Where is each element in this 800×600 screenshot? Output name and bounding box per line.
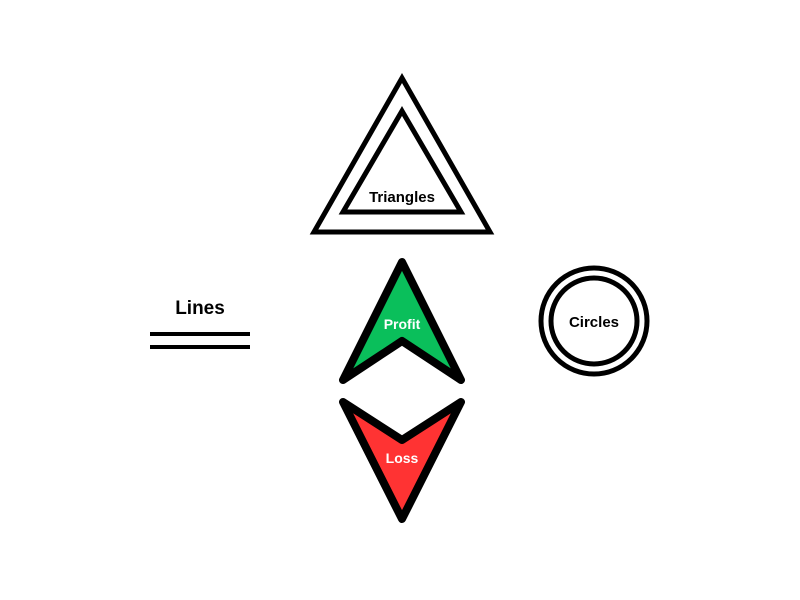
circles-label: Circles [569, 314, 619, 331]
profit-label: Profit [384, 316, 421, 332]
triangles-label: Triangles [369, 189, 435, 206]
lines-group: Lines [150, 298, 250, 349]
circles-group: Circles [538, 265, 650, 377]
outer-circle [538, 265, 650, 377]
profit-group: Profit [339, 258, 465, 384]
lines-label: Lines [175, 298, 225, 319]
outer-triangle [309, 72, 495, 235]
inner-circle [548, 275, 640, 367]
loss-label: Loss [386, 450, 419, 466]
profit-arrow [339, 258, 465, 384]
loss-group: Loss [339, 398, 465, 523]
loss-arrow [339, 398, 465, 523]
triangles-group: Triangles [309, 72, 495, 235]
inner-triangle [338, 106, 466, 215]
